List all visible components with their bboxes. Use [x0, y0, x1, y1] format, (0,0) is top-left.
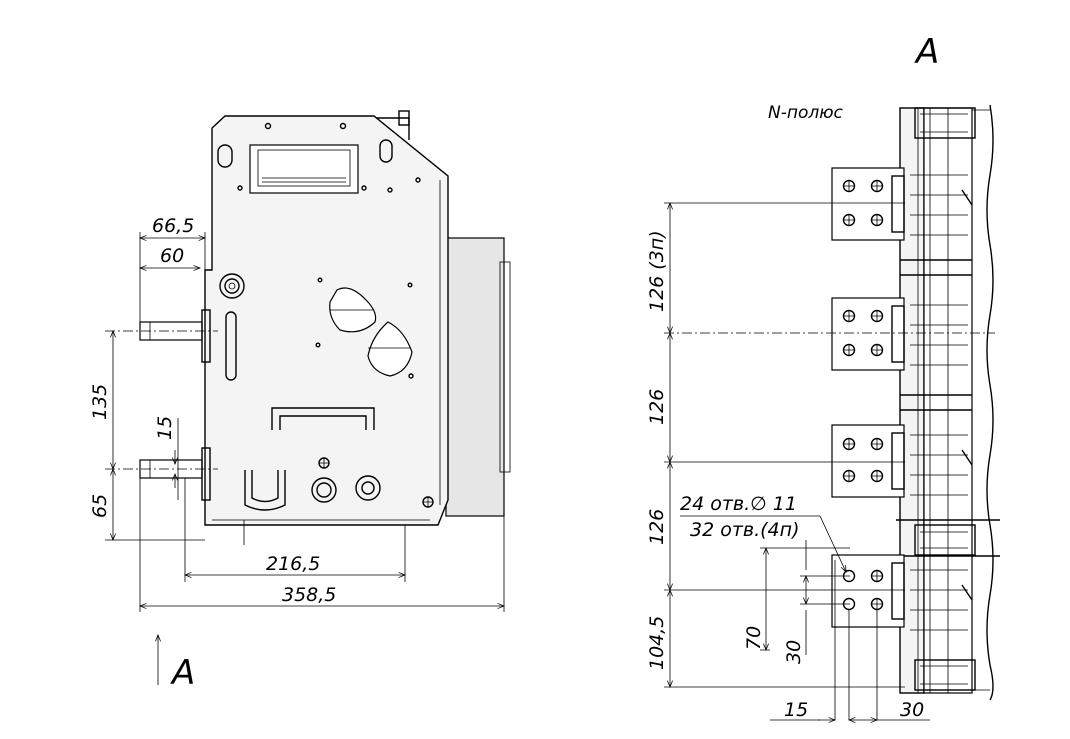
dim-65: 65	[89, 494, 111, 518]
dim-216-5: 216,5	[266, 553, 320, 575]
holes-3p-note: 24 отв.∅ 11	[680, 493, 797, 515]
view-title: A	[914, 32, 939, 72]
busbar-terminal-3	[831, 424, 905, 498]
dim-104-5: 104,5	[646, 616, 668, 670]
dim-15: 15	[154, 416, 176, 440]
holes-4p-note: 32 отв.(4п)	[690, 519, 799, 541]
breaker-side-view	[105, 110, 511, 685]
rear-housing	[445, 237, 505, 517]
pole-label: N-полюс	[768, 103, 844, 123]
dim-358-5: 358,5	[282, 584, 336, 606]
dim-135: 135	[89, 384, 111, 420]
dim-30-horizontal: 30	[900, 699, 924, 721]
busbar-terminal-1	[831, 167, 905, 241]
right-dimensions	[664, 203, 995, 720]
dim-126-a: 126	[646, 389, 668, 425]
dim-66-5: 66,5	[152, 215, 194, 237]
busbar-terminal-2	[831, 297, 905, 371]
view-arrow-label: A	[170, 653, 195, 693]
dim-126-b: 126	[646, 509, 668, 545]
break-line	[986, 104, 994, 701]
dim-60: 60	[160, 245, 184, 267]
cam-lobe-2	[367, 321, 413, 377]
dim-126-3p: 126 (3п)	[646, 230, 668, 312]
knob-2	[355, 475, 381, 501]
dim-70: 70	[743, 626, 765, 650]
knob-1	[311, 477, 337, 503]
dim-30-vertical: 30	[783, 640, 805, 664]
dim-15-horizontal: 15	[784, 699, 808, 721]
handle	[271, 407, 375, 430]
terminal-view-a	[896, 104, 1000, 701]
side-plate	[204, 115, 449, 526]
